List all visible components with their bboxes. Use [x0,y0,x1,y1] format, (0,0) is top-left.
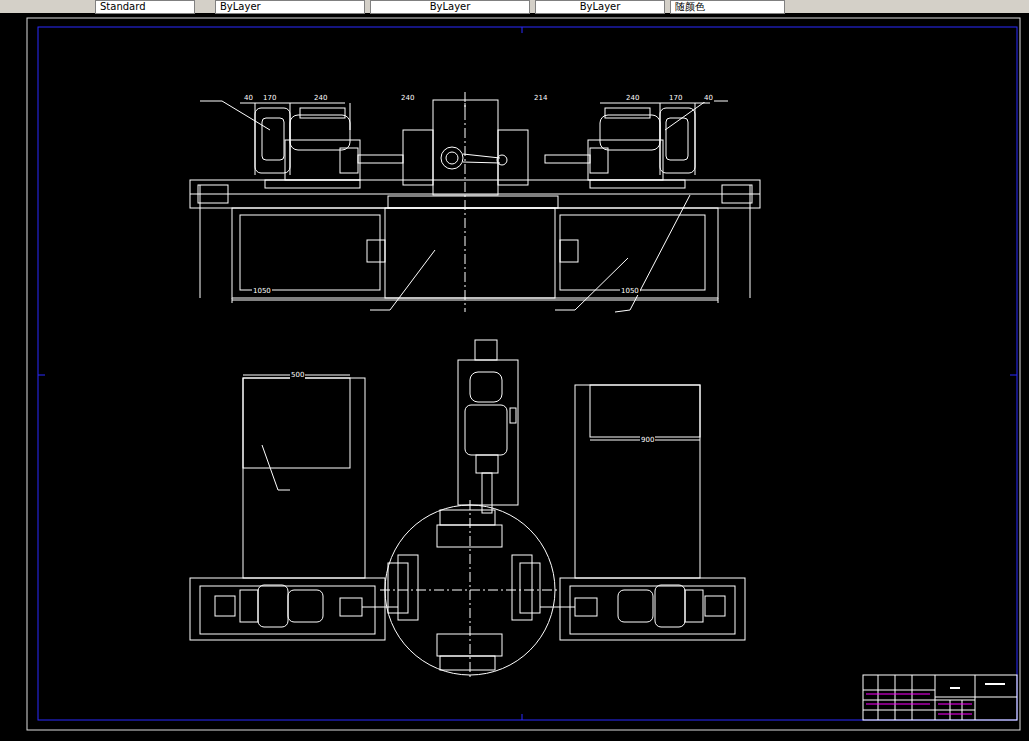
dropdown-text: Standard [100,1,146,12]
dimension-text: 1050 [252,287,272,295]
dimension-text: 170 [668,94,683,102]
elevation-view [190,92,760,312]
dropdown-text: ByLayer [220,1,261,12]
title-block [863,675,1017,720]
dimension-text: 240 [400,94,415,102]
toolbar-dropdown: ByLayer [370,0,530,14]
dimension-text: 240 [313,94,328,102]
toolbar-dropdown: 随颜色 [670,0,785,14]
dimension-text: 1050 [620,287,640,295]
toolbar-dropdown: ByLayer [215,0,365,14]
inner-frame [38,27,1017,720]
dimension-text: 900 [640,436,655,444]
toolbar-dropdown: ByLayer [535,0,665,14]
dropdown-text: ByLayer [430,1,471,12]
outer-frame [27,18,1020,730]
dimension-text: 240 [625,94,640,102]
dimension-text: 40 [703,94,714,102]
dimension-text: 40 [243,94,254,102]
plan-view [190,340,745,680]
dimension-text: 170 [262,94,277,102]
dropdown-text: 随颜色 [675,1,705,12]
toolbar-dropdown: Standard [95,0,195,14]
dimension-text: 214 [533,94,548,102]
dimension-text: 500 [290,371,305,379]
dropdown-text: ByLayer [580,1,621,12]
